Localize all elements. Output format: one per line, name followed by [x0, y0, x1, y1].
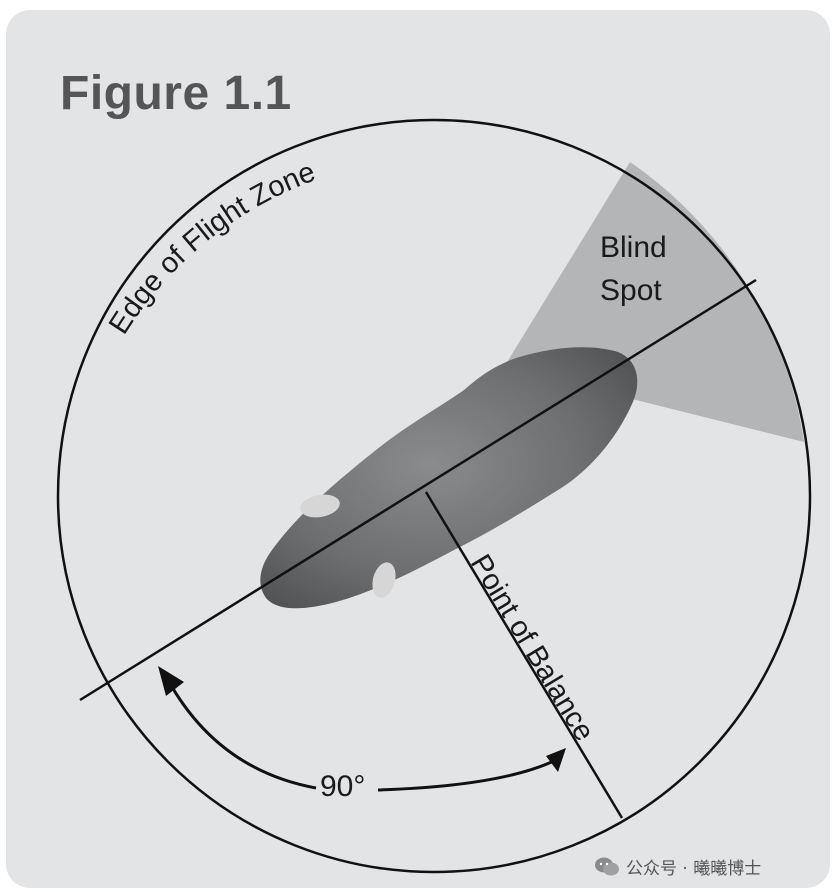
body-axis-line	[79, 278, 757, 702]
figure-title: Figure 1.1	[60, 67, 292, 120]
flight-zone-label: Edge of Flight Zone	[103, 156, 320, 340]
watermark-text: 公众号 · 曦曦博士	[626, 859, 762, 879]
angle-arrowhead-right	[546, 748, 566, 772]
animal-silhouette	[260, 347, 638, 609]
flight-zone-circle	[56, 118, 812, 874]
wechat-icon	[595, 857, 619, 875]
angle-arrow	[166, 679, 561, 792]
blind-spot-label-line2: Spot	[600, 274, 662, 307]
figure-card: Figure 1.1	[6, 10, 830, 888]
point-of-balance-label: Point of Balance	[464, 549, 600, 747]
blind-spot-label-line1: Blind	[600, 231, 667, 264]
point-of-balance-line	[424, 491, 624, 819]
angle-label: 90°	[320, 770, 365, 803]
angle-arrowhead-left	[158, 666, 184, 696]
watermark: 公众号 · 曦曦博士	[594, 854, 761, 879]
flight-zone-diagram: Edge of Flight Zone Blind Spot Point of …	[56, 118, 812, 874]
